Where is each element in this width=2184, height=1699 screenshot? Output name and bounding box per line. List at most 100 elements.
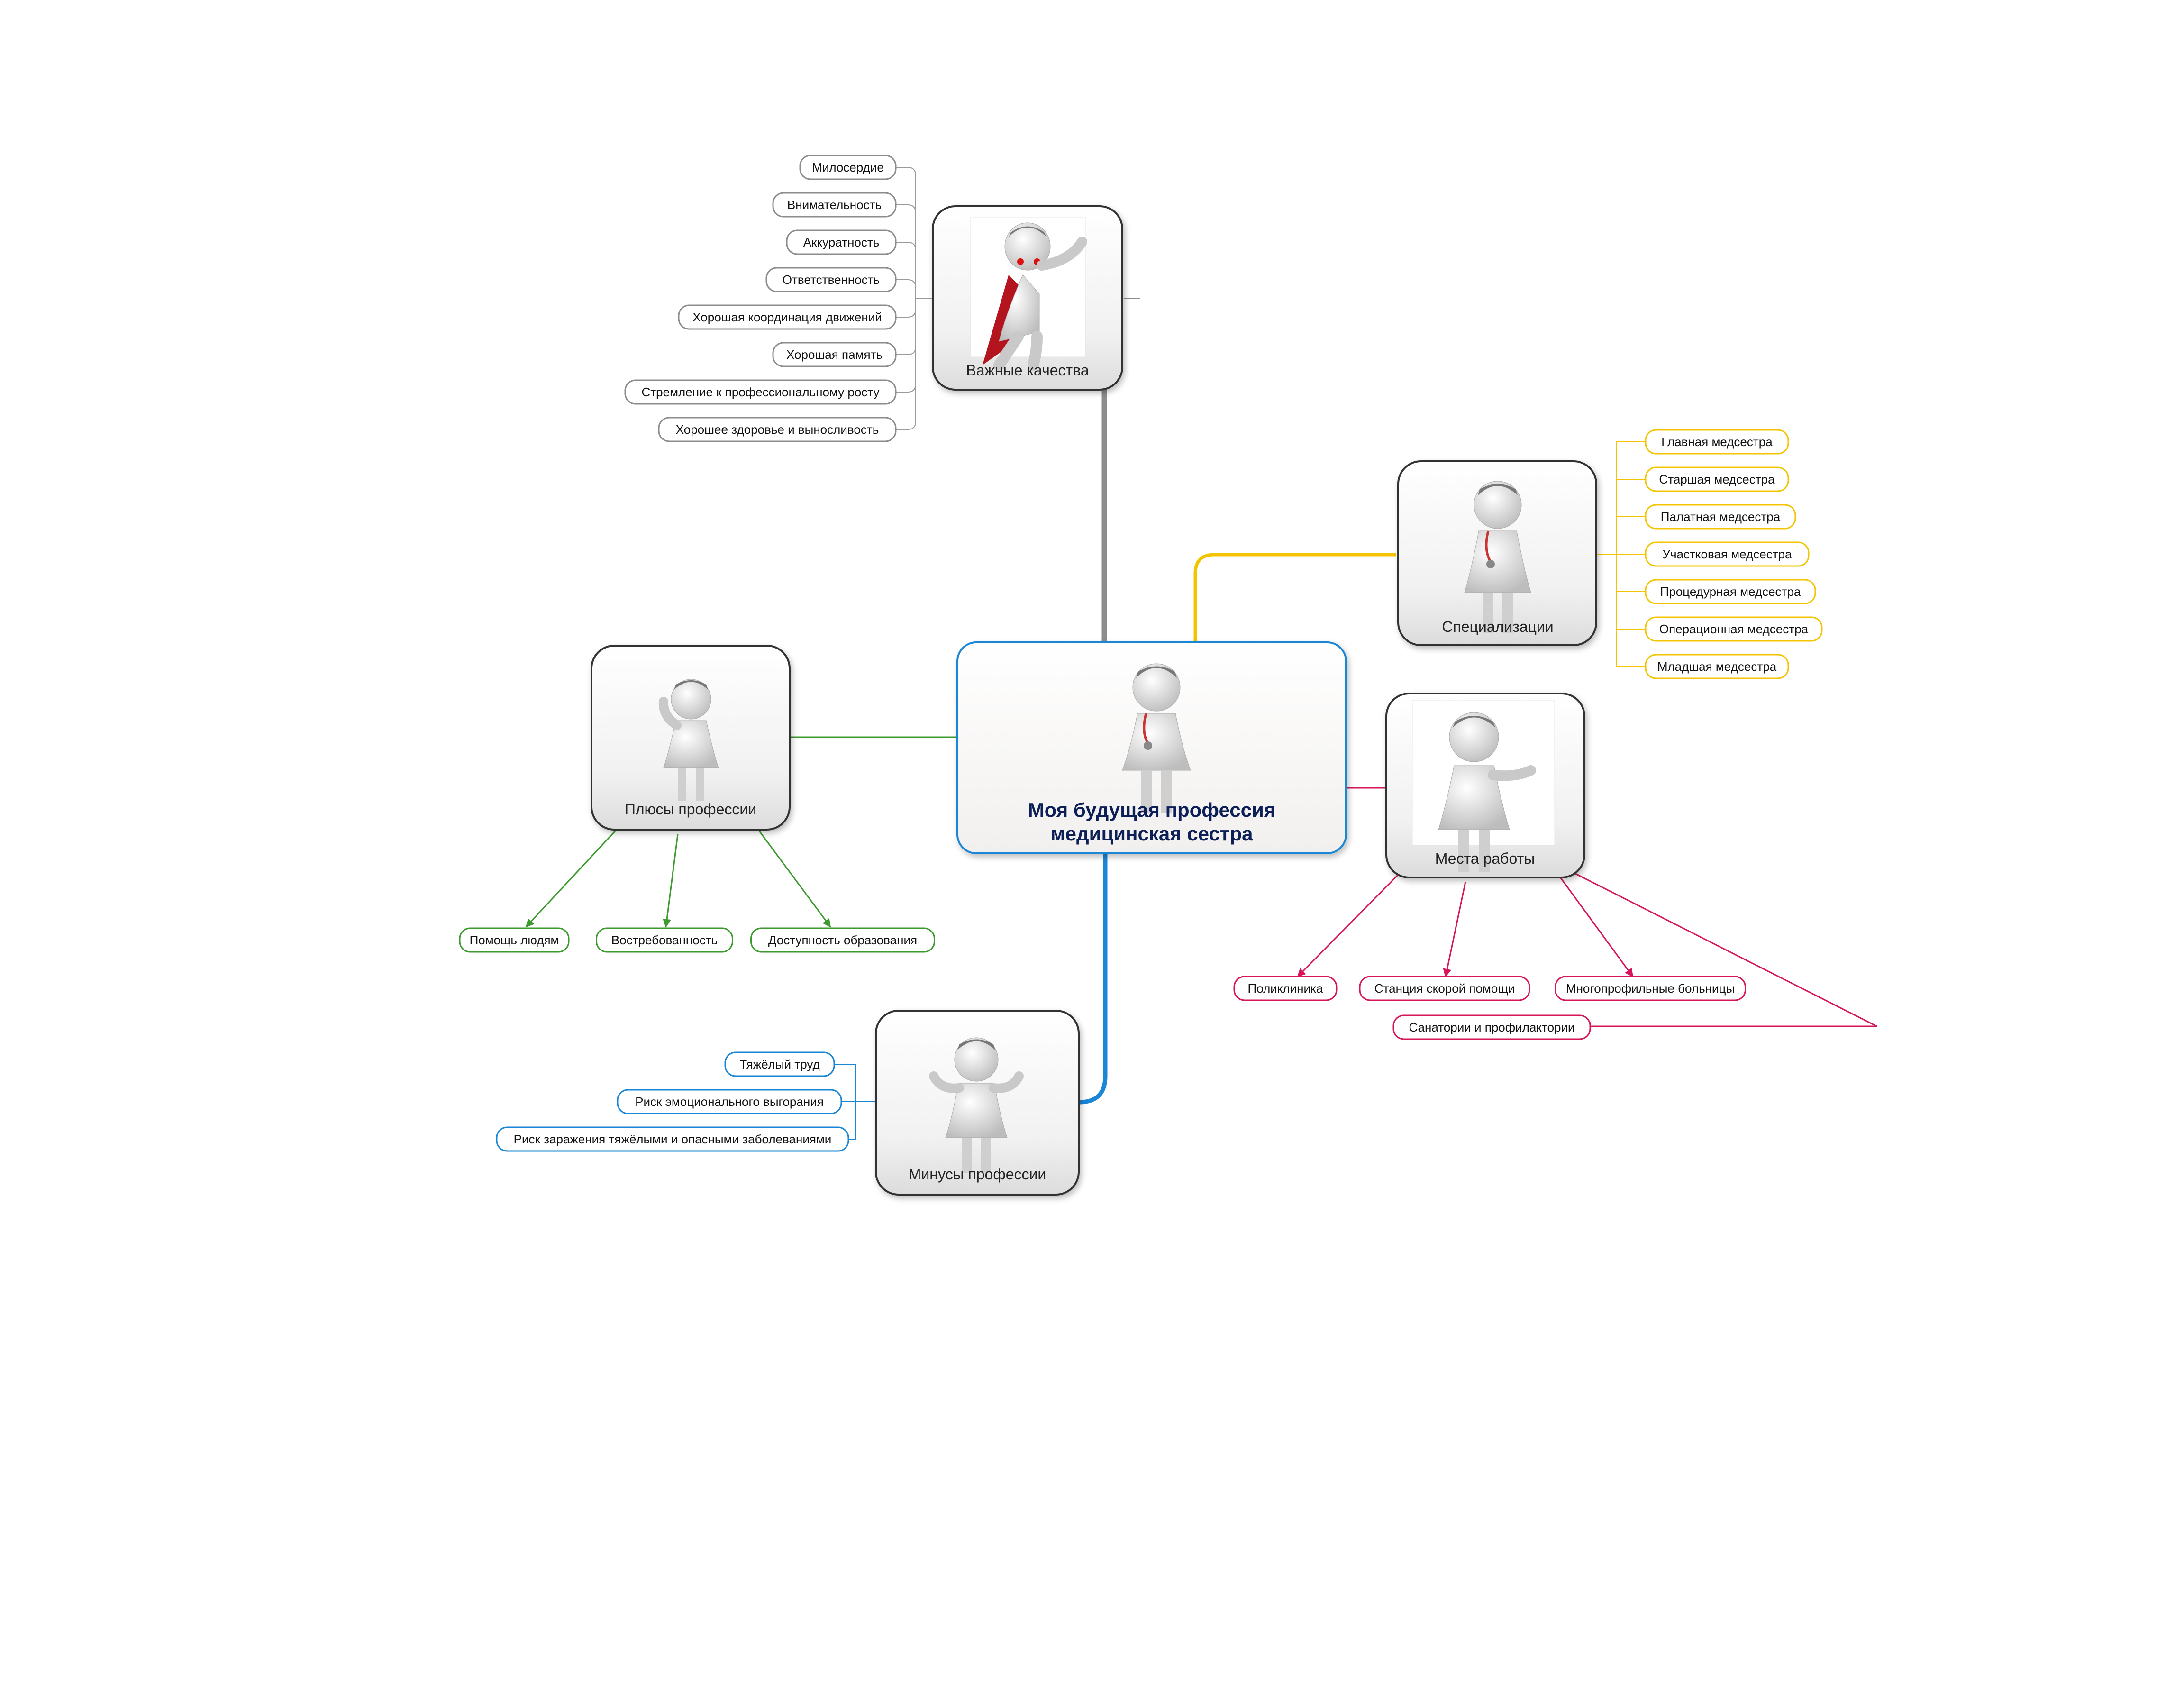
workplace-item[interactable]: Санатории и профилактории: [1392, 1014, 1591, 1040]
minus-item[interactable]: Риск заражения тяжёлыми и опасными забол…: [496, 1126, 849, 1152]
quality-item-box: [678, 304, 897, 330]
plus-item[interactable]: Востребованность: [596, 927, 733, 953]
quality-item[interactable]: Милосердие: [799, 155, 897, 180]
specialization-item-label: Палатная медсестра: [1661, 510, 1781, 524]
specialization-item[interactable]: Старшая медсестра: [1645, 466, 1789, 492]
specializations-bracket: [1596, 441, 1646, 667]
central-title-line1: Моя будущая профессия: [1028, 799, 1276, 821]
specialization-item-label: Главная медсестра: [1661, 435, 1773, 449]
topic-qualities[interactable]: Важные качества: [932, 205, 1123, 391]
specialization-item-label: Младшая медсестра: [1657, 659, 1777, 674]
plus-item-label: Помощь людям: [470, 933, 559, 947]
quality-item-label: Милосердие: [812, 160, 884, 174]
specialization-item-box: [1645, 654, 1789, 679]
specialization-item-label: Процедурная медсестра: [1660, 585, 1801, 599]
quality-item[interactable]: Хорошая координация движений: [678, 304, 897, 330]
minus-item-label: Риск эмоционального выгорания: [635, 1095, 824, 1109]
plus-item-box: [750, 927, 935, 953]
qualities-bracket: [896, 167, 935, 430]
specialization-item[interactable]: Участковая медсестра: [1645, 541, 1810, 567]
specialization-item[interactable]: Процедурная медсестра: [1645, 579, 1816, 604]
minus-item-box: [724, 1051, 835, 1077]
quality-item[interactable]: Внимательность: [772, 192, 897, 218]
plus-item-label: Востребованность: [611, 933, 718, 947]
topic-minuses[interactable]: Минусы профессии: [875, 1010, 1080, 1196]
central-topic[interactable]: Моя будущая профессия медицинская сестра: [956, 641, 1347, 854]
quality-item-label: Аккуратность: [803, 235, 880, 249]
topic-pluses-label: Плюсы профессии: [625, 801, 756, 818]
specialization-item-box: [1645, 616, 1823, 642]
plus-item[interactable]: Доступность образования: [750, 927, 935, 953]
workplace-item-box: [1392, 1014, 1591, 1040]
pluses-arrows: [525, 830, 831, 928]
topic-workplaces[interactable]: Места работы: [1385, 693, 1585, 878]
main-connectors: [789, 298, 1396, 1105]
quality-item-label: Хорошая координация движений: [692, 310, 882, 324]
quality-item-label: Хорошее здоровье и выносливость: [676, 422, 879, 437]
quality-item[interactable]: Аккуратность: [786, 229, 897, 255]
qualities-leaves: МилосердиеВнимательностьАккуратностьОтве…: [624, 155, 897, 442]
pluses-leaves: Помощь людям Востребованность Доступность …: [459, 927, 935, 953]
quality-item-box: [658, 417, 897, 442]
workplace-item[interactable]: Поликлиника: [1233, 976, 1338, 1001]
nurse-presenting-icon: [1438, 712, 1536, 872]
quality-item-box: [799, 155, 897, 180]
quality-item[interactable]: Стремление к профессиональному росту: [624, 379, 897, 405]
specialization-item-box: [1645, 466, 1789, 492]
quality-item-box: [772, 342, 897, 367]
quality-item-label: Хорошая память: [786, 347, 883, 362]
specialization-item-label: Участковая медсестра: [1662, 547, 1792, 561]
minus-item[interactable]: Риск эмоционального выгорания: [617, 1089, 842, 1114]
central-title-line2: медицинская сестра: [1051, 822, 1254, 845]
minus-item-label: Тяжёлый труд: [739, 1057, 819, 1071]
workplace-item-label: Поликлиника: [1248, 981, 1323, 996]
quality-item-box: [772, 192, 897, 218]
minuses-bracket: [834, 1064, 876, 1140]
specialization-item[interactable]: Главная медсестра: [1645, 429, 1789, 455]
topic-specializations[interactable]: Специализации: [1397, 460, 1597, 646]
workplaces-arrows: [1297, 871, 1877, 1031]
connector-minuses: [1079, 853, 1108, 1105]
workplace-item-box: [1233, 976, 1338, 1001]
nurse-figure-icon: [1122, 663, 1191, 813]
specialization-item-label: Старшая медсестра: [1659, 472, 1775, 486]
topic-pluses[interactable]: Плюсы профессии: [591, 645, 791, 831]
specialization-item-box: [1645, 504, 1796, 530]
topic-qualities-label: Важные качества: [966, 362, 1089, 379]
plus-item-box: [596, 927, 733, 953]
plus-item[interactable]: Помощь людям: [459, 927, 570, 953]
superhero-nurse-icon: [983, 222, 1087, 371]
minus-item-box: [496, 1126, 849, 1152]
quality-item-label: Ответственность: [783, 273, 880, 287]
specialization-item-label: Операционная медсестра: [1659, 622, 1809, 636]
quality-item-box: [786, 229, 897, 255]
workplace-item-box: [1359, 976, 1530, 1001]
nurse-thumbs-up-icon: [658, 679, 719, 801]
connector-specializations: [1193, 553, 1396, 642]
minus-item-label: Риск заражения тяжёлыми и опасными забол…: [514, 1132, 832, 1146]
workplace-item-label: Станция скорой помощи: [1374, 981, 1515, 996]
minus-item-box: [617, 1089, 842, 1114]
specialization-item[interactable]: Палатная медсестра: [1645, 504, 1796, 530]
minus-item[interactable]: Тяжёлый труд: [724, 1051, 835, 1077]
specialization-item[interactable]: Операционная медсестра: [1645, 616, 1823, 642]
workplace-item[interactable]: Станция скорой помощи: [1359, 976, 1530, 1001]
workplace-item-label: Многопрофильные больницы: [1566, 981, 1735, 996]
workplace-item-box: [1555, 976, 1746, 1001]
quality-item[interactable]: Хорошая память: [772, 342, 897, 367]
workplace-item[interactable]: Многопрофильные больницы: [1555, 976, 1746, 1001]
topic-minuses-label: Минусы профессии: [909, 1166, 1046, 1183]
specialization-item[interactable]: Младшая медсестра: [1645, 654, 1789, 679]
specialization-item-box: [1645, 541, 1810, 567]
quality-item-label: Стремление к профессиональному росту: [642, 385, 880, 399]
specialization-item-box: [1645, 579, 1816, 604]
plus-item-label: Доступность образования: [768, 933, 917, 947]
nurse-stethoscope-icon: [1464, 481, 1531, 633]
plus-item-box: [459, 927, 570, 953]
workplaces-leaves: Поликлиника Станция скорой помощи Многопро…: [1233, 976, 1746, 1040]
topic-specializations-label: Специализации: [1442, 618, 1553, 635]
quality-item[interactable]: Хорошее здоровье и выносливость: [658, 417, 897, 442]
quality-item[interactable]: Ответственность: [765, 267, 897, 292]
